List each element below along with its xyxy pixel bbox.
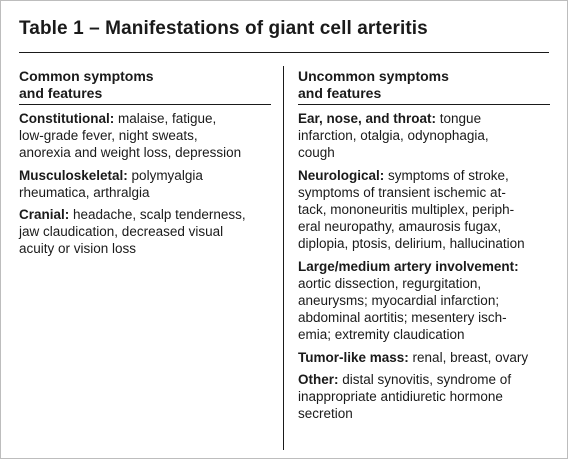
- entry-text: renal, breast, ovary: [408, 349, 529, 365]
- entry-neurological: Neurological: symptoms of stroke, sympto…: [298, 167, 550, 253]
- entry-constitutional: Constitutional: malaise, fatigue, low-gr…: [19, 110, 271, 162]
- entry-label: Large/medium artery involvement:: [298, 258, 519, 274]
- entry-label: Cranial:: [19, 207, 70, 223]
- entry-text: aortic dissection, regurgitation, aneury…: [298, 275, 507, 343]
- entry-label: Constitutional:: [19, 111, 115, 126]
- entry-text: polymyalgia rheumatica, arthralgia: [19, 167, 203, 200]
- entry-text: tongue infarction, otalgia, odynophagia,…: [298, 111, 489, 161]
- entry-large-medium-artery: Large/medium artery involvement: aortic …: [298, 258, 550, 344]
- entry-text: malaise, fatigue, low-grade fever, night…: [19, 111, 242, 161]
- entry-label: Other:: [298, 371, 339, 387]
- entry-label: Ear, nose, and throat:: [298, 111, 437, 126]
- entry-other: Other: distal synovitis, syndrome of ina…: [298, 371, 550, 423]
- entry-label: Musculoskeletal:: [19, 167, 128, 183]
- uncommon-column: Uncommon symptoms and features Ear, nose…: [298, 68, 550, 427]
- title-rule: [19, 52, 549, 53]
- column-divider: [283, 66, 284, 450]
- entry-text: distal synovitis, syndrome of inappropri…: [298, 371, 512, 422]
- entry-text: headache, scalp tenderness, jaw claudica…: [19, 207, 246, 257]
- table-title: Table 1 – Manifestations of giant cell a…: [19, 18, 428, 39]
- entry-musculoskeletal: Musculoskeletal: polymyalgia rheumatica,…: [19, 167, 271, 201]
- entry-tumor-like-mass: Tumor-like mass: renal, breast, ovary: [298, 349, 550, 366]
- entry-ent: Ear, nose, and throat: tongue infarction…: [298, 110, 550, 162]
- uncommon-column-heading: Uncommon symptoms and features: [298, 68, 550, 105]
- common-column: Common symptoms and features Constitutio…: [19, 68, 271, 263]
- entry-label: Tumor-like mass:: [298, 349, 409, 365]
- entry-cranial: Cranial: headache, scalp tenderness, jaw…: [19, 206, 271, 258]
- entry-text: symptoms of stroke, symptoms of transien…: [298, 167, 525, 252]
- common-column-heading: Common symptoms and features: [19, 68, 271, 105]
- entry-label: Neurological:: [298, 167, 385, 183]
